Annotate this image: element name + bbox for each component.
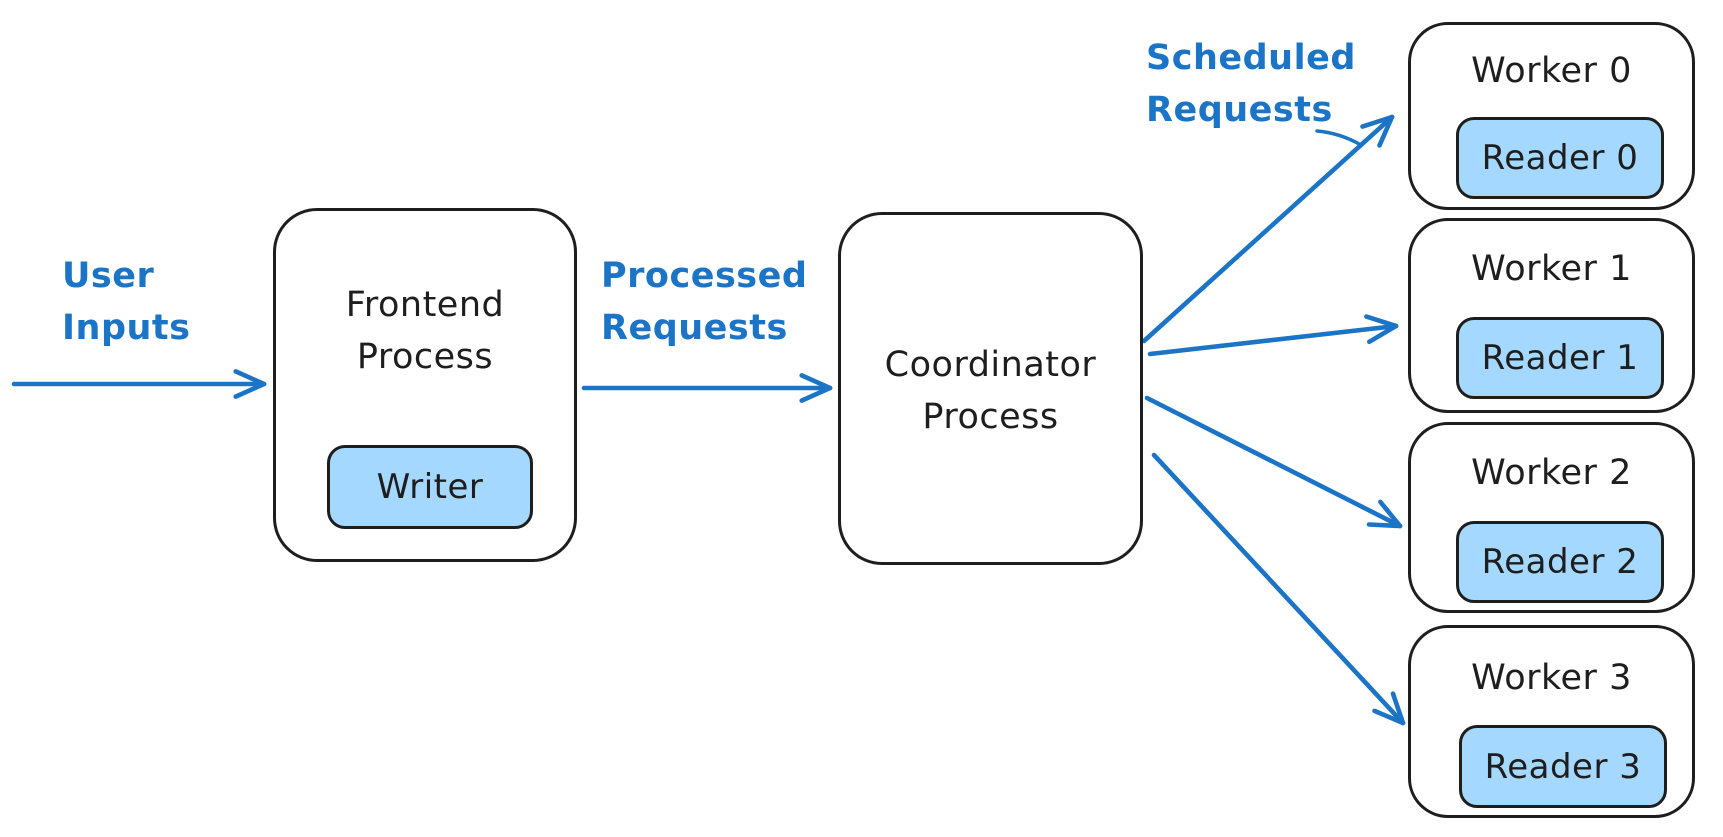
scheduled-arrow-3-head — [1372, 708, 1406, 726]
processed-requests-label-line2: Requests — [601, 308, 788, 348]
scheduled-arrow-1-head — [1367, 323, 1399, 345]
scheduled-arrow-2-head — [1366, 522, 1403, 529]
coordinator-title-line2: Process — [922, 397, 1059, 437]
user-inputs-label: User Inputs — [62, 250, 190, 354]
user-inputs-arrow-head — [233, 369, 267, 387]
scheduled-label-connector-line — [1315, 129, 1363, 147]
worker-node-2: Worker 2 Reader 2 — [1408, 422, 1695, 613]
scheduled-arrow-0 — [1141, 114, 1395, 344]
scheduled-arrow-1-head — [1364, 314, 1399, 329]
reader-node-2: Reader 2 — [1456, 521, 1664, 603]
scheduled-requests-label-line2: Requests — [1146, 90, 1333, 130]
processed-requests-arrow-head — [799, 385, 833, 403]
writer-label: Writer — [376, 467, 484, 507]
processed-requests-label-line1: Processed — [601, 256, 808, 296]
scheduled-arrow-3 — [1151, 452, 1406, 726]
writer-node: Writer — [327, 445, 533, 529]
reader-node-0: Reader 0 — [1456, 117, 1664, 199]
scheduled-arrow-0-head — [1360, 114, 1395, 129]
reader-node-1: Reader 1 — [1456, 317, 1664, 399]
processed-requests-label: Processed Requests — [601, 250, 807, 354]
user-inputs-label-line1: User — [62, 256, 155, 296]
frontend-process-title: Frontend Process — [276, 279, 574, 383]
frontend-title-line2: Process — [356, 337, 494, 377]
worker-0-title: Worker 0 — [1471, 51, 1632, 91]
scheduled-requests-label-line1: Scheduled — [1146, 38, 1356, 78]
worker-2-title: Worker 2 — [1471, 453, 1632, 493]
worker-node-1: Worker 1 Reader 1 — [1408, 218, 1695, 413]
coordinator-title-line1: Coordinator — [884, 345, 1097, 385]
user-inputs-arrow-head — [233, 381, 267, 399]
reader-2-label: Reader 2 — [1481, 542, 1639, 582]
user-inputs-label-line2: Inputs — [62, 308, 191, 348]
coordinator-process-node: Coordinator Process — [838, 212, 1143, 565]
frontend-title-line1: Frontend — [345, 285, 505, 325]
scheduled-arrow-2 — [1144, 395, 1403, 529]
scheduled-arrow-1 — [1147, 323, 1399, 357]
reader-1-label: Reader 1 — [1481, 338, 1639, 378]
worker-3-title: Worker 3 — [1471, 658, 1632, 698]
worker-node-0: Worker 0 Reader 0 — [1408, 22, 1695, 210]
scheduled-arrow-3-head — [1390, 691, 1406, 726]
reader-0-label: Reader 0 — [1481, 138, 1639, 178]
scheduled-requests-label: Scheduled Requests — [1146, 32, 1356, 136]
scheduled-arrow-2-head — [1378, 499, 1403, 529]
worker-node-3: Worker 3 Reader 3 — [1408, 625, 1695, 818]
coordinator-process-title: Coordinator Process — [841, 339, 1140, 443]
processed-requests-arrow-head — [799, 373, 833, 391]
reader-node-3: Reader 3 — [1459, 725, 1667, 808]
frontend-process-node: Frontend Process Writer — [273, 208, 577, 562]
worker-1-title: Worker 1 — [1471, 249, 1632, 289]
reader-3-label: Reader 3 — [1484, 746, 1642, 787]
scheduled-arrow-0-head — [1377, 114, 1395, 148]
